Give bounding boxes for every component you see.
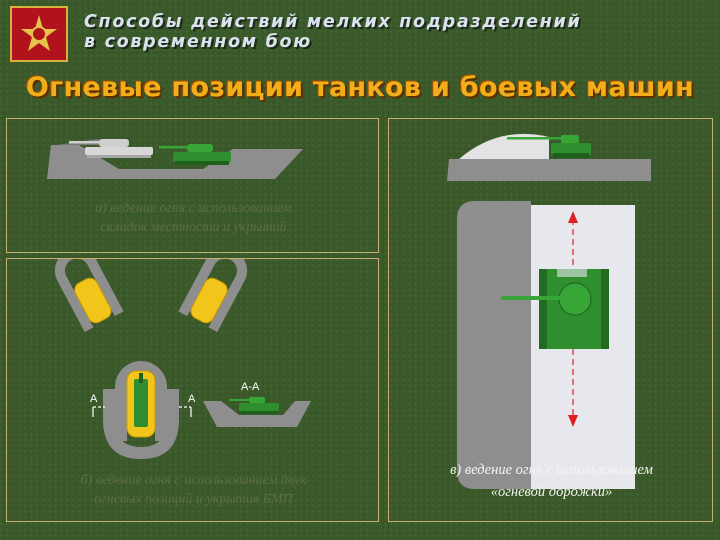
tank-top-icon bbox=[507, 135, 591, 158]
caption-v-text: в) ведение огня с использованием «огнево… bbox=[450, 462, 653, 500]
firing-position-left bbox=[54, 259, 124, 333]
title-line-2: в современном бою bbox=[84, 32, 312, 52]
label-a-right: А bbox=[188, 393, 196, 405]
emblem-logo bbox=[10, 6, 68, 62]
caption-a-text: а) ведение огня с использованием складок… bbox=[95, 201, 292, 235]
shelter-pit bbox=[103, 361, 179, 459]
page-subtitle: Огневые позиции танков и боевых машин bbox=[25, 72, 695, 103]
tank-plan-icon bbox=[501, 269, 609, 349]
label-a-left: А bbox=[90, 393, 98, 405]
tank-green-icon bbox=[159, 144, 231, 165]
panel-v: в) ведение огня с использованием «огнево… bbox=[388, 118, 713, 522]
page-title: Способы действий мелких подразделений в … bbox=[84, 12, 714, 52]
firing-position-right bbox=[178, 259, 248, 333]
panel-a: а) ведение огня с использованием складок… bbox=[6, 118, 379, 253]
section-line bbox=[92, 406, 192, 417]
panel-b: А-А А А б) ведение огня с использованием… bbox=[6, 258, 379, 522]
caption-b: б) ведение огня с использованием двух ог… bbox=[7, 471, 380, 509]
caption-v: в) ведение огня с использованием «огнево… bbox=[389, 459, 714, 503]
caption-a: а) ведение огня с использованием складок… bbox=[7, 199, 380, 237]
caption-b-text: б) ведение огня с использованием двух ог… bbox=[80, 473, 307, 507]
tank-grey-icon bbox=[69, 139, 153, 158]
label-section: А-А bbox=[241, 381, 260, 393]
title-line-1: Способы действий мелких подразделений bbox=[84, 12, 582, 32]
bmp-icon bbox=[229, 397, 279, 414]
